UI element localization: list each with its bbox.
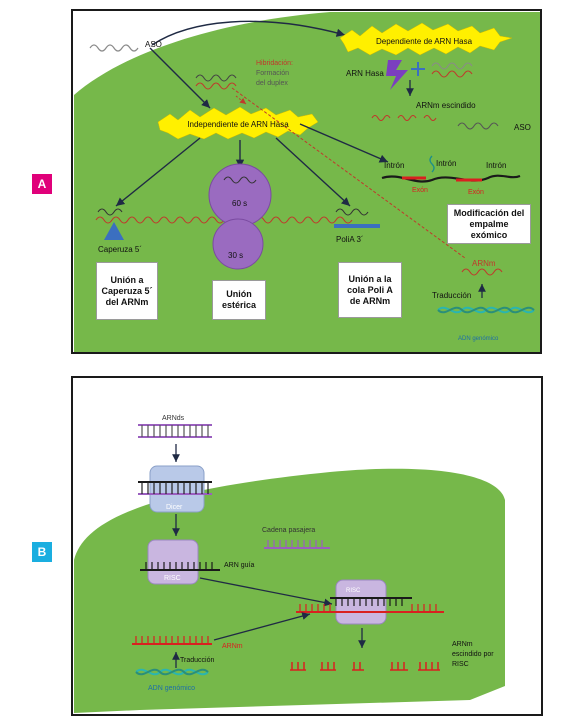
panel-a-tag: A (32, 174, 52, 194)
label-duplex: del duplex (256, 80, 288, 87)
label-arn-guia: ARN guía (224, 562, 254, 569)
arrow-to-polia (275, 137, 351, 207)
polia-tail (334, 224, 380, 228)
label-arnds: ARNds (162, 415, 185, 422)
duplex-strand-bottom (195, 82, 237, 90)
box-union-caperuza: Unión a Caperuza 5´ del ARNm (96, 262, 158, 320)
label-escindido-1: ARNm (452, 641, 473, 648)
dna-helix-b-2 (135, 668, 209, 676)
label-escindido-2: escindido por (452, 651, 494, 658)
dicer-block (149, 465, 205, 513)
label-30s: 30 s (228, 251, 243, 260)
label-60s: 60 s (232, 199, 247, 208)
arrow-mrna-to-risc (213, 612, 311, 641)
aso-right-strand (457, 122, 499, 130)
arnm-strand-a (461, 268, 503, 276)
caperuza-triangle-icon (104, 222, 124, 240)
arrow-to-risc-2 (199, 577, 333, 607)
cleaved-fragment-2 (397, 114, 417, 122)
aso-caperuza (97, 208, 123, 216)
label-risc-2: RISC (346, 588, 361, 594)
intron-aso-icon (429, 155, 435, 173)
label-arnm-a: ARNm (472, 259, 496, 268)
label-traduccion-a: Traducción (432, 291, 471, 300)
aso-polia (335, 208, 369, 216)
starburst-independiente (157, 106, 319, 140)
panel-b-background (74, 468, 505, 713)
cadena-pasajera-strand (264, 540, 330, 549)
dna-helix-a-2 (437, 306, 535, 314)
label-arnm-escindido: ARNm escindido (416, 101, 476, 110)
cleaved-fragment-3 (423, 114, 437, 122)
dashed-link (231, 87, 466, 259)
duplex-strand-top (195, 74, 237, 82)
cleaved-fragment-1 (371, 114, 391, 122)
hasa-strand-top (431, 62, 473, 70)
label-exon-2: Exón (468, 189, 484, 196)
label-intron-2: Intrón (436, 159, 456, 168)
panel-b-tag: B (32, 542, 52, 562)
ribosome-60s (208, 163, 272, 227)
label-hibridacion: Hibridación: (256, 60, 293, 67)
label-independiente: Independiente de ARN Hasa (187, 120, 289, 129)
risc-mrna-complex (296, 597, 444, 613)
ribosome-30s (212, 218, 264, 270)
panel-a-background (74, 12, 540, 352)
arrow-to-intron (299, 123, 389, 163)
label-caperuza: Caperuza 5´ (98, 245, 142, 254)
box-union-esterica: Unión estérica (212, 280, 266, 320)
aso-strand (89, 44, 139, 52)
risc-block-1 (147, 539, 199, 585)
dicer-duplex (138, 481, 212, 495)
hasa-strand-bottom (431, 70, 473, 78)
aso-ribosome (223, 176, 257, 184)
label-dependiente: Dependiente de ARN Hasa (376, 37, 473, 46)
label-adn-b: ADN genómico (148, 685, 195, 692)
arrow-to-caperuza (115, 137, 201, 207)
arn-guia-strand (140, 562, 220, 571)
label-intron-3: Intrón (486, 161, 506, 170)
label-traduccion-b: Traducción (180, 657, 214, 664)
box-modificacion: Modificación del empalme exómico (447, 204, 531, 244)
arrow-to-dependiente (151, 20, 346, 46)
label-formacion: Formación (256, 70, 289, 77)
label-adn-a: ADN genómico (458, 336, 499, 342)
label-aso-right: ASO (514, 123, 531, 132)
label-polia: PoliA 3´ (336, 235, 364, 244)
label-aso-top: ASO (145, 40, 162, 49)
box-union-cola: Unión a la cola Poli A de ARNm (338, 262, 402, 318)
label-risc-1: RISC (164, 575, 181, 582)
cleaved-fragments-b (290, 662, 440, 671)
label-dicer: Dicer (166, 504, 183, 511)
label-intron-1: Intrón (384, 161, 404, 170)
label-escindido-3: RISC (452, 661, 469, 668)
label-arnm-b: ARNm (222, 643, 243, 650)
arnds-duplex (138, 424, 212, 438)
arrow-to-independiente (149, 47, 211, 109)
label-arn-hasa: ARN Hasa (346, 69, 384, 78)
arn-hasa-bolt-icon (386, 60, 408, 90)
starburst-dependiente (339, 22, 513, 56)
label-exon-1: Exón (412, 187, 428, 194)
label-cadena-pasajera: Cadena pasajera (262, 527, 315, 534)
arnm-strand-b (132, 636, 212, 645)
